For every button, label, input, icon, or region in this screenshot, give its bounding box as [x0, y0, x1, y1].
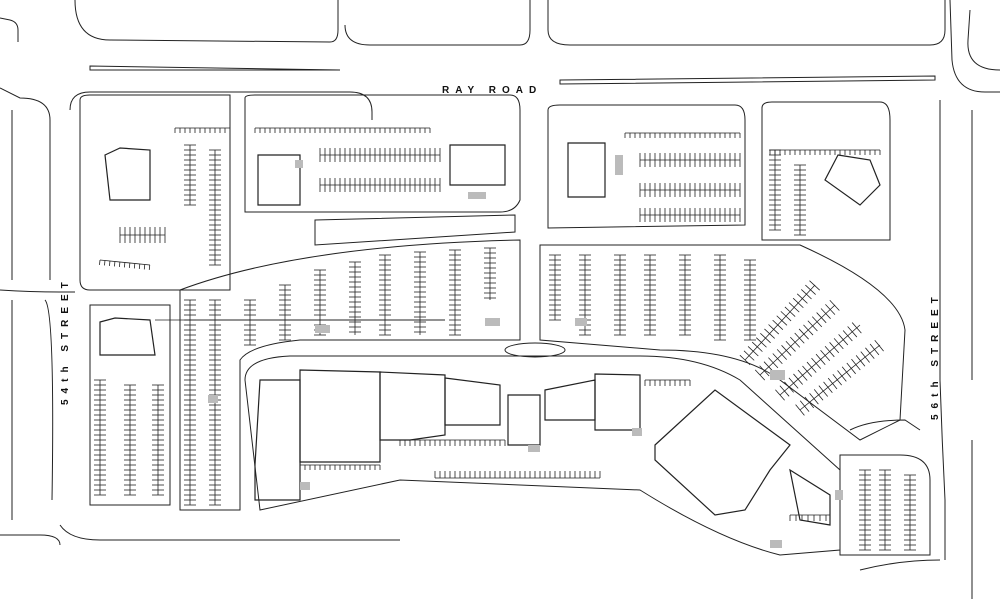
parking-stalls	[94, 128, 916, 550]
